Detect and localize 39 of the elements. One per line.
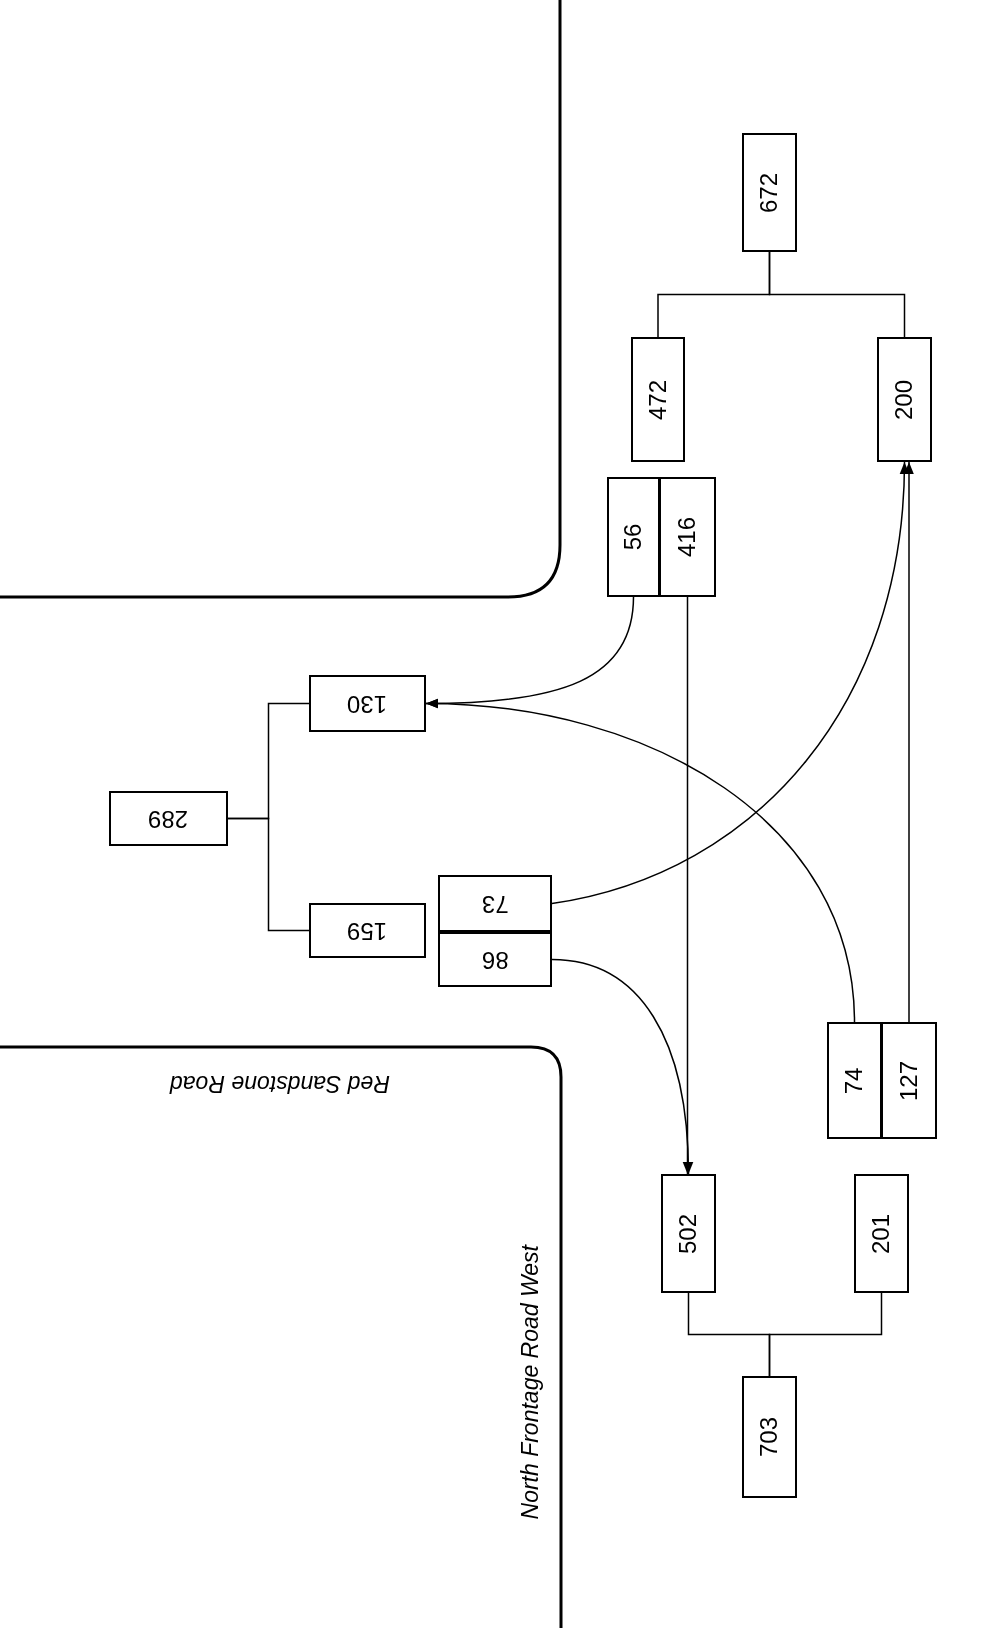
count-box [661,1174,716,1293]
count-number: 73 [481,891,509,916]
count-box [309,903,426,958]
count-number: 200 [892,379,917,420]
count-box [438,932,552,987]
count-number: 672 [757,172,782,213]
count-box [631,337,685,462]
count-box [438,875,552,932]
connector-line [768,251,906,338]
count-box [309,675,426,732]
count-number: 130 [347,691,388,716]
connector-line [768,1292,883,1377]
arrow [904,461,914,1023]
count-box [742,1376,797,1498]
arrow [551,461,909,905]
count-box [877,337,932,462]
road-name: North Frontage Road West [515,1245,544,1520]
count-number: 86 [481,947,509,972]
connector-line [227,817,310,932]
count-number: 703 [757,1417,782,1457]
count-box [881,1022,937,1139]
count-number: 201 [869,1213,894,1254]
road-name: Red Sandstone Road [170,1069,390,1099]
count-number: 502 [676,1213,701,1254]
count-number: 127 [897,1060,921,1101]
count-number: 159 [347,918,388,943]
count-number: 56 [621,523,646,551]
count-box [659,477,716,597]
count-box [742,133,797,252]
count-number: 74 [842,1067,867,1094]
arrow [425,699,856,1023]
count-number: 289 [148,806,189,831]
count-number: 416 [675,517,700,557]
arrow [551,958,693,1175]
count-number: 472 [646,379,670,420]
count-box [854,1174,909,1293]
count-box [607,477,660,597]
count-box [109,791,228,846]
count-box [827,1022,882,1139]
